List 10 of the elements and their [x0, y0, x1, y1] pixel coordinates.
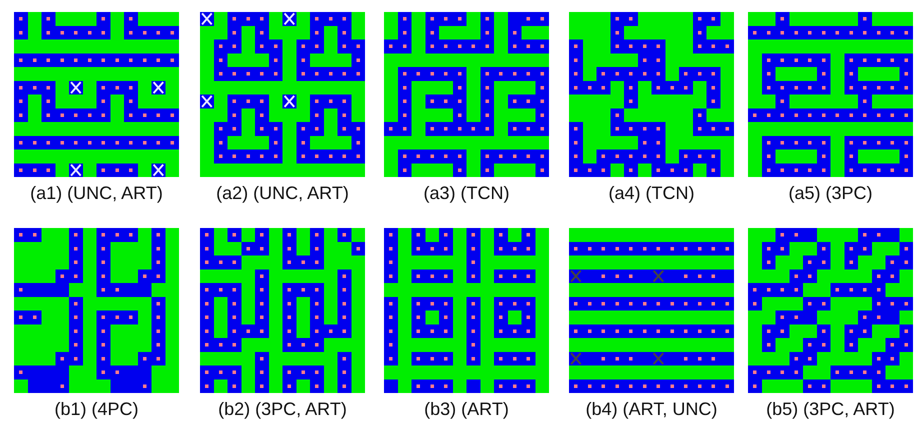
panel-caption: (a3) (TCN) [422, 183, 510, 204]
panel-caption: (b1) (4PC) [53, 399, 140, 420]
panel-caption: (b3) (ART) [423, 399, 510, 420]
panel-caption: (b5) (3PC, ART) [765, 399, 896, 420]
panel-caption: (b4) (ART, UNC) [584, 399, 718, 420]
panel-caption: (a5) (3PC) [787, 183, 874, 204]
panel-caption: (b2) (3PC, ART) [217, 399, 348, 420]
panel-caption: (a4) (TCN) [608, 183, 696, 204]
panel-caption: (a1) (UNC, ART) [29, 183, 164, 204]
panel-caption: (a2) (UNC, ART) [215, 183, 350, 204]
